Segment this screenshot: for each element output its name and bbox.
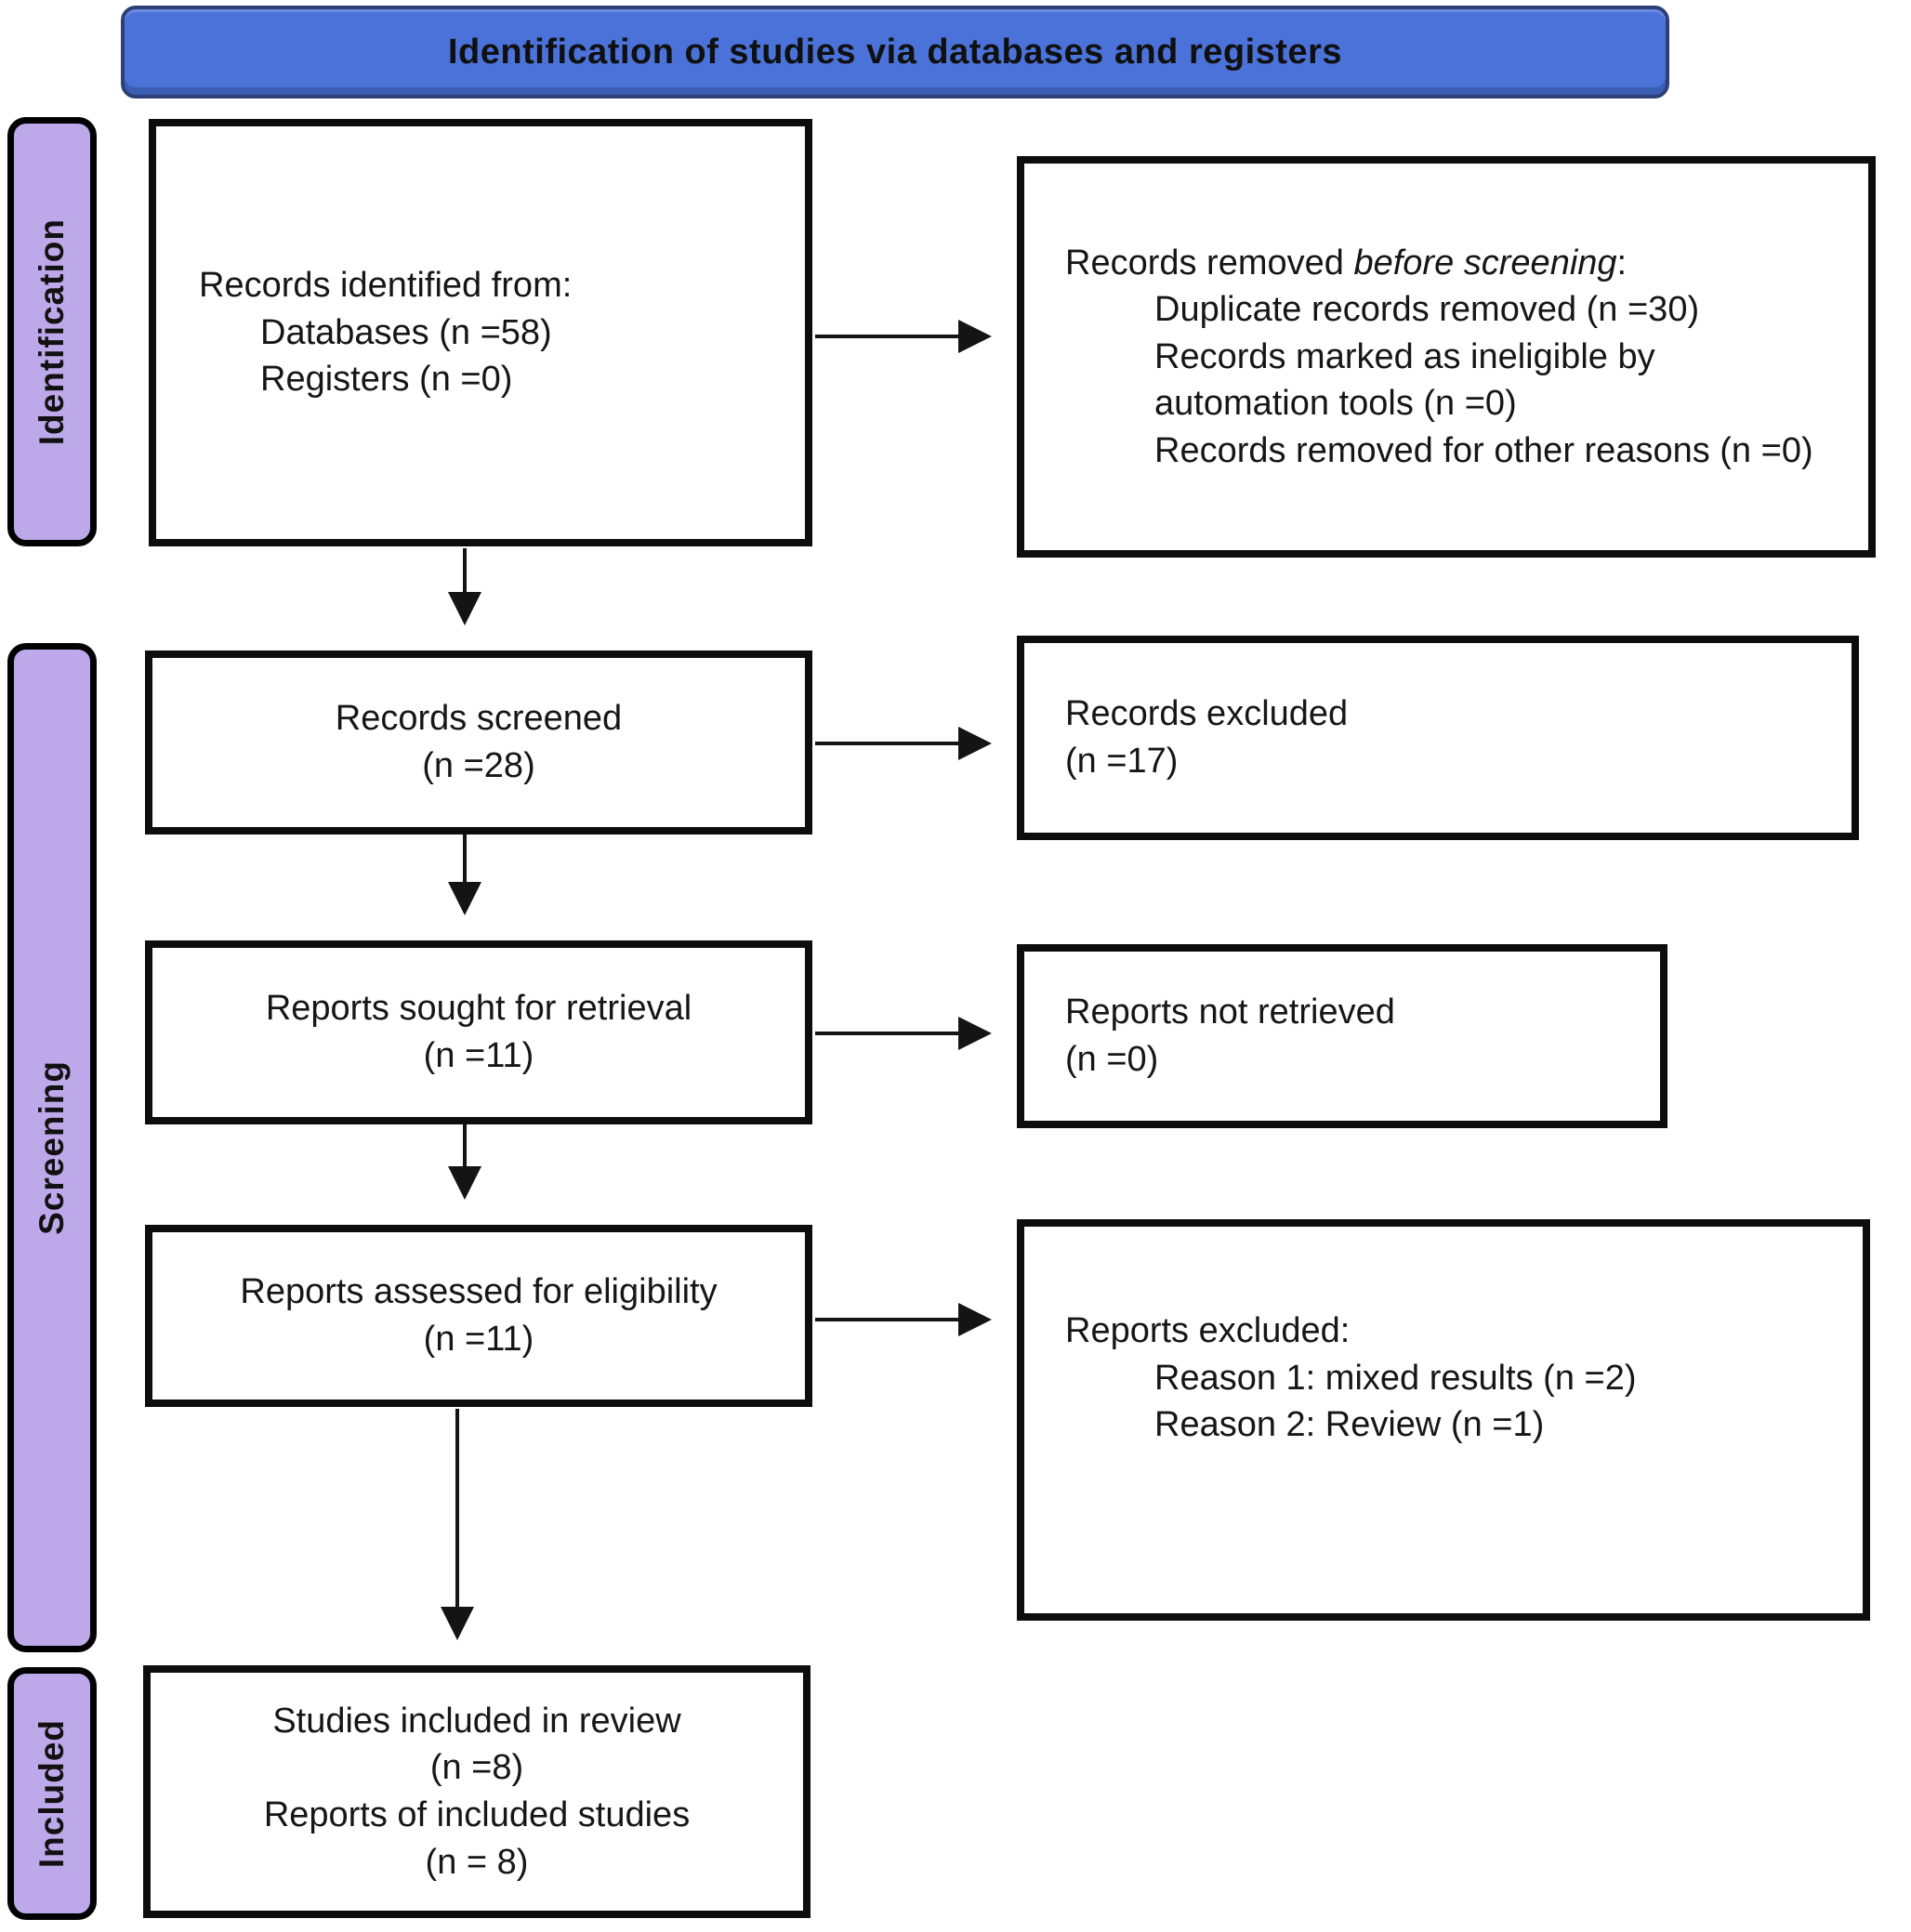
box-records-screened: Records screened (n =28) [145,651,812,835]
reports-included-count: (n = 8) [425,1842,529,1882]
records-removed-other: Records removed for other reasons (n =0) [1154,430,1813,470]
box-records-excluded: Records excluded (n =17) [1017,636,1859,840]
studies-included-count: (n =8) [429,1748,524,1788]
records-identified-title: Records identified from: [199,266,573,306]
stage-screening-label: Screening [33,1060,71,1235]
reports-not-retrieved-count: (n =0) [1065,1040,1159,1079]
stage-screening: Screening [7,643,97,1652]
records-removed-ineligible-line2: automation tools (n =0) [1154,384,1517,424]
box-reports-not-retrieved: Reports not retrieved (n =0) [1017,944,1667,1128]
box-records-identified: Records identified from: Databases (n =5… [149,119,812,546]
box-records-removed: Records removed before screening: Duplic… [1017,156,1876,558]
reports-assessed-count: (n =11) [423,1320,534,1359]
reports-excluded-title: Reports excluded: [1065,1311,1351,1351]
studies-included-label: Studies included in review [272,1701,681,1741]
records-screened-label: Records screened [335,699,623,739]
records-excluded-label: Records excluded [1065,694,1349,734]
box-reports-sought: Reports sought for retrieval (n =11) [145,940,812,1124]
diagram-header-banner: Identification of studies via databases … [121,6,1669,99]
records-identified-registers: Registers (n =0) [260,360,513,400]
records-removed-title: Records removed before screening: [1024,240,1868,287]
reports-sought-count: (n =11) [423,1036,534,1075]
reports-excluded-reason2: Reason 2: Review (n =1) [1154,1405,1545,1445]
records-screened-count: (n =28) [422,746,535,785]
box-reports-excluded: Reports excluded: Reason 1: mixed result… [1017,1219,1870,1621]
diagram-title: Identification of studies via databases … [448,32,1342,72]
reports-included-label: Reports of included studies [263,1795,691,1834]
box-reports-assessed: Reports assessed for eligibility (n =11) [145,1225,812,1407]
stage-included: Included [7,1667,97,1920]
records-removed-title-suffix: : [1616,243,1628,283]
records-identified-databases: Databases (n =58) [260,312,552,352]
stage-included-label: Included [33,1718,71,1869]
records-removed-title-prefix: Records removed [1065,243,1354,283]
reports-excluded-reason1: Reason 1: mixed results (n =2) [1154,1358,1637,1398]
records-removed-title-italic: before screening [1353,243,1617,283]
reports-sought-label: Reports sought for retrieval [265,989,692,1029]
stage-identification-label: Identification [33,217,71,446]
stage-identification: Identification [7,117,97,546]
box-studies-included: Studies included in review (n =8) Report… [143,1665,811,1918]
reports-not-retrieved-label: Reports not retrieved [1065,992,1395,1032]
reports-assessed-label: Reports assessed for eligibility [240,1272,718,1312]
records-removed-ineligible-line1: Records marked as ineligible by [1154,336,1655,376]
records-removed-duplicates: Duplicate records removed (n =30) [1154,290,1700,330]
records-excluded-count: (n =17) [1065,742,1179,781]
